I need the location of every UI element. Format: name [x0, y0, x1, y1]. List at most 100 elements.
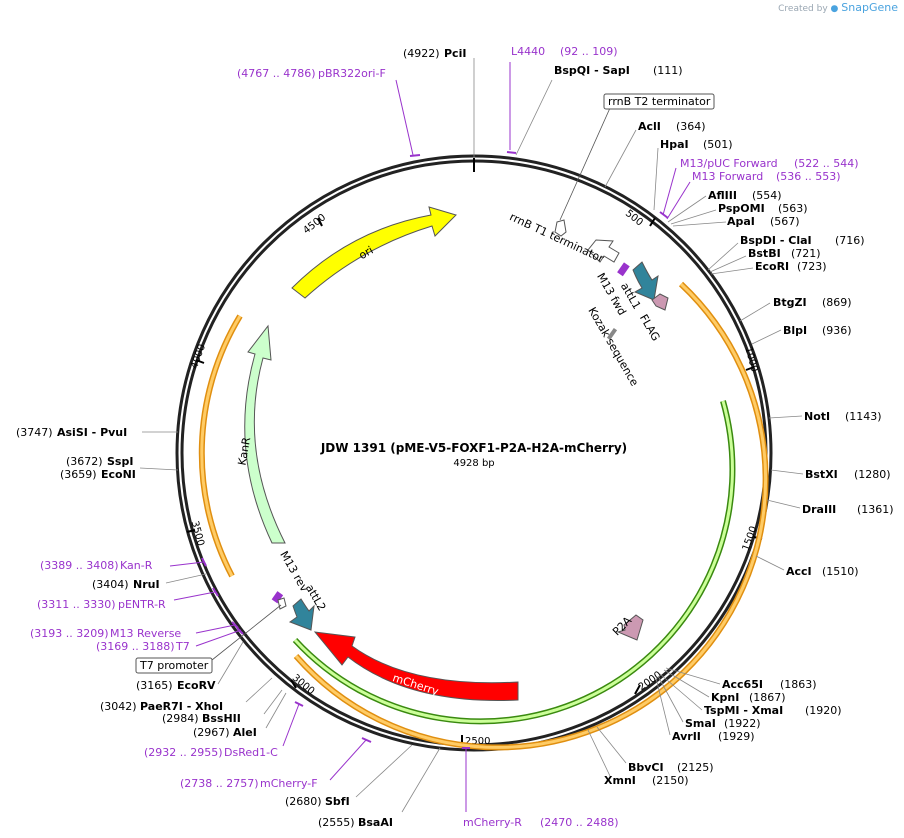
- primer-m13rev-range: (3193 .. 3209): [30, 627, 109, 640]
- hpai-leader: [653, 147, 659, 211]
- kanr-label: KanR: [236, 436, 254, 467]
- primer-kanr-range: (3389 .. 3408): [40, 559, 119, 572]
- primer-m13rev-name: M13 Reverse: [110, 627, 181, 640]
- site-ecorv-pos: (3165): [136, 679, 173, 692]
- site-afliii-name: AflIII: [708, 189, 737, 202]
- ori-label: ori: [357, 244, 376, 262]
- site-apai-pos: (567): [770, 215, 800, 228]
- ecorv-leader: [217, 641, 244, 685]
- site-ecorv-name: EcoRV: [177, 679, 216, 692]
- snapgene-brand: Created by ● SnapGene: [778, 1, 898, 14]
- alei-leader: [265, 692, 287, 729]
- primer-m13fw-range: (536 .. 553): [776, 170, 841, 183]
- site-hpai-pos: (501): [703, 138, 733, 151]
- primer-l4440-name: L4440: [511, 45, 545, 58]
- site-bbvci-name: BbvCI: [628, 761, 664, 774]
- site-bstbi-name: BstBI: [748, 247, 781, 260]
- site-xhoi-pos: (3042): [100, 700, 137, 713]
- site-acci-name: AccI: [786, 565, 812, 578]
- site-btgzi-pos: (869): [822, 296, 852, 309]
- snapgene-logo-icon: ●: [830, 4, 839, 14]
- primer-t7-name: T7: [175, 640, 190, 653]
- site-kpni-pos: (1867): [749, 691, 786, 704]
- site-blpi-pos: (936): [822, 324, 852, 337]
- xmai-leader: [659, 673, 703, 711]
- primer-pbr322-range: (4767 .. 4786): [237, 67, 316, 80]
- rrnb-t2-box: [603, 93, 715, 110]
- site-pcii-name: PciI: [444, 47, 466, 60]
- site-bstbi-pos: (721): [791, 247, 821, 260]
- site-noti-pos: (1143): [845, 410, 882, 423]
- xmni-leader: [587, 729, 611, 777]
- noti-leader: [768, 415, 803, 419]
- primer-t7-range: (3169 .. 3188): [96, 640, 175, 653]
- mcherry-feature-arrow: [313, 631, 519, 701]
- rrnb-t1-arrow: [587, 239, 620, 263]
- primer-mcherry-r-name: mCherry-R: [463, 816, 522, 829]
- site-draiii-pos: (1361): [857, 503, 894, 516]
- site-clai-name: BspDI - ClaI: [740, 234, 812, 247]
- site-pspomi-pos: (563): [778, 202, 808, 215]
- primer-pentr-range: (3311 .. 3330): [37, 598, 116, 611]
- pspomi-leader: [670, 209, 717, 225]
- site-bsaai-pos: (2555): [318, 816, 355, 829]
- primer-l4440-range: (92 .. 109): [560, 45, 618, 58]
- pentr-mark: [212, 587, 219, 597]
- orf-orange-arc-outer: [293, 281, 769, 751]
- site-sapi-name: BspQI - SapI: [554, 64, 630, 77]
- site-bstxi-pos: (1280): [854, 468, 891, 481]
- sbfi-leader: [355, 744, 413, 798]
- site-xmai-name: TspMI - XmaI: [704, 704, 783, 717]
- primer-mcherry-f-range: (2738 .. 2757): [180, 777, 259, 790]
- kanr-orf-arc-inner: [200, 315, 242, 577]
- site-alei-name: AleI: [233, 726, 257, 739]
- site-afliii-pos: (554): [752, 189, 782, 202]
- primer-m13fw-name: M13 Forward: [692, 170, 763, 183]
- t7-promoter-label: T7 promoter: [139, 659, 209, 672]
- site-draiii-name: DraIII: [802, 503, 836, 516]
- m13rev-mark: [231, 621, 239, 629]
- site-econi-name: EcoNI: [101, 468, 136, 481]
- site-sspi-name: SspI: [107, 455, 133, 468]
- draiii-leader: [766, 499, 801, 509]
- site-econi-pos: (3659): [60, 468, 97, 481]
- mcherry-f-mark: [361, 737, 372, 743]
- acli-leader: [604, 129, 637, 188]
- acci-leader: [755, 555, 785, 571]
- bsshii-leader: [263, 689, 283, 715]
- bbvci-leader: [596, 726, 627, 764]
- site-acli-name: AclI: [638, 120, 661, 133]
- m13rev-label: M13 rev: [277, 549, 311, 594]
- primer-m13puc-name: M13/pUC Forward: [680, 157, 778, 170]
- site-avrii-name: AvrII: [672, 730, 701, 743]
- site-btgzi-name: BtgZI: [773, 296, 807, 309]
- rrnb-t2-label: rrnB T2 terminator: [608, 95, 711, 108]
- site-acc65i-name: Acc65I: [722, 678, 763, 691]
- t7-mark: [236, 627, 244, 635]
- sapi-leader: [515, 79, 553, 156]
- m13puc-mark: [659, 211, 669, 219]
- svg-text:4000: 4000: [189, 343, 208, 371]
- site-bsaai-name: BsaAI: [358, 816, 393, 829]
- kanr-primer-leader: [169, 561, 205, 567]
- site-blpi-name: BlpI: [783, 324, 807, 337]
- svg-text:500: 500: [623, 208, 645, 228]
- site-pcii-pos: (4922): [403, 47, 440, 60]
- rrnb-t2-leader: [559, 107, 611, 221]
- primer-mcherry-f-name: mCherry-F: [260, 777, 318, 790]
- attl1-marker: [617, 262, 630, 277]
- t7-promoter-arrow: [277, 597, 287, 610]
- brand-created-by: Created by: [778, 4, 828, 14]
- primer-dsred-range: (2932 .. 2955): [144, 746, 223, 759]
- site-sbfi-pos: (2680): [285, 795, 322, 808]
- nrui-leader: [165, 573, 207, 584]
- btgzi-leader: [739, 302, 771, 322]
- bsaai-leader: [401, 747, 441, 813]
- site-kpni-name: KpnI: [711, 691, 739, 704]
- plasmid-length: 4928 bp: [453, 458, 494, 469]
- apai-leader: [672, 221, 727, 227]
- acc65i-leader: [665, 667, 721, 685]
- site-bsshii-name: BssHII: [202, 712, 241, 725]
- site-sapi-pos: (111): [653, 64, 683, 77]
